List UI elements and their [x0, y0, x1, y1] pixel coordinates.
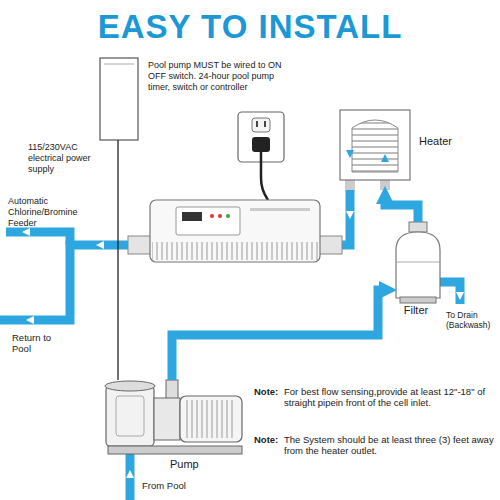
pump-volute: [154, 398, 180, 440]
power-supply: 115/230VAC electrical power supply: [100, 58, 138, 140]
flow-arrow: [346, 150, 354, 158]
node-label: Heater: [419, 135, 452, 148]
heater-body: [340, 110, 410, 180]
strainer-basket: [116, 396, 144, 436]
note-text: Return to Pool: [12, 332, 62, 355]
plug: [252, 137, 270, 152]
socket-slot: [256, 121, 258, 127]
control-panel: [176, 207, 240, 235]
water-pipe: [385, 204, 418, 222]
pump-motor: [180, 396, 242, 442]
note-text: Pool pump MUST be wired to ON OFF switch…: [148, 60, 298, 92]
cell-ribs: [152, 242, 318, 260]
strainer-pot: [106, 386, 154, 446]
heater-grille: [352, 120, 398, 172]
filter: Filter: [390, 222, 442, 320]
pump-base: [108, 446, 242, 454]
node-label: Pump: [170, 458, 199, 471]
node-label: Filter: [390, 304, 442, 317]
filter-base: [400, 297, 436, 303]
filter-band: [396, 262, 440, 263]
pump: Pump: [100, 380, 250, 475]
flow-arrow: [22, 228, 30, 236]
power-box-detail: [104, 64, 134, 65]
socket-slot: [264, 121, 266, 127]
flow-arrow: [26, 316, 34, 324]
flow-arrow: [96, 241, 104, 249]
led: [210, 214, 214, 218]
note-text: The System should be at least three (3) …: [284, 434, 494, 457]
flow-arrow: [381, 154, 389, 162]
outlet-socket: [252, 118, 270, 132]
note-text: For best flow sensing,provide at least 1…: [284, 386, 494, 409]
note-text: To Drain (Backwash): [446, 310, 496, 330]
water-pipe: [172, 290, 379, 380]
led: [218, 214, 222, 218]
label-strip: [250, 208, 310, 211]
flow-arrow: [346, 211, 354, 219]
power-wire: [117, 140, 118, 380]
note-text: Note:: [254, 386, 278, 397]
flow-arrow: [126, 470, 134, 478]
motor-fins: [186, 400, 236, 438]
power-cord: [261, 152, 268, 200]
filter-cap: [409, 222, 427, 232]
pump-discharge: [166, 380, 178, 400]
return-pipe: [0, 186, 350, 320]
filter-tank: [396, 232, 440, 298]
pipe-union: [318, 236, 342, 254]
note-text: Automatic Chlorine/Bromine Feeder: [8, 196, 100, 228]
led: [226, 214, 230, 218]
pot-lid: [105, 381, 155, 391]
chlorinator-cell: [150, 200, 320, 262]
display: [182, 212, 202, 221]
title: EASY TO INSTALL: [0, 8, 500, 46]
flow-arrow: [456, 292, 464, 300]
power-box: [100, 58, 138, 140]
heater: Heater: [335, 105, 415, 190]
note-text: Note:: [254, 434, 278, 445]
pipe-union: [128, 236, 152, 254]
feeder-pipe: [6, 232, 70, 245]
node-label: 115/230VAC electrical power supply: [28, 142, 110, 174]
note-text: From Pool: [142, 480, 186, 491]
